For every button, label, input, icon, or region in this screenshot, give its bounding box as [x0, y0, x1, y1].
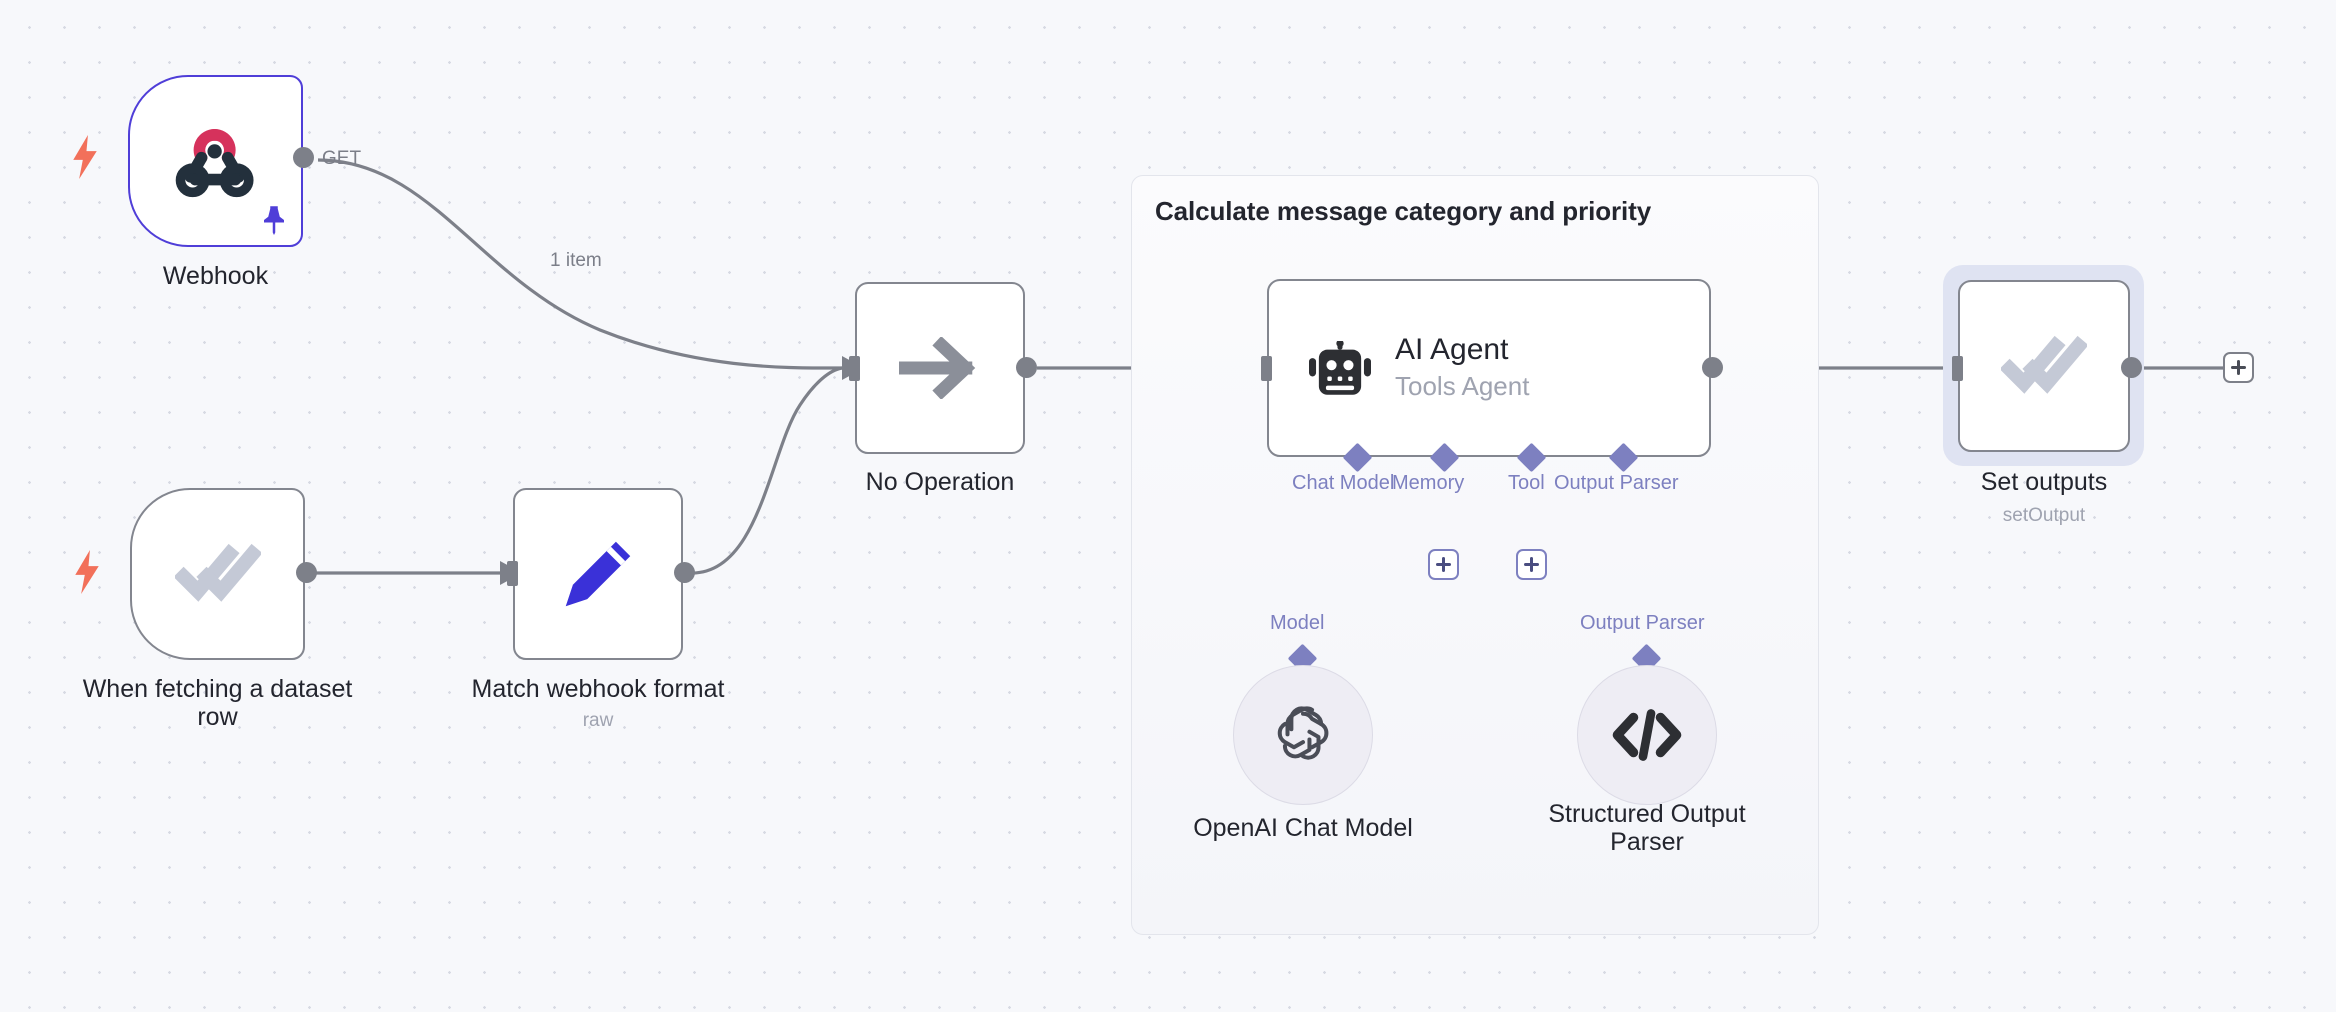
- node-label-set-outputs: Set outputs: [1980, 468, 2108, 496]
- add-memory-button[interactable]: [1428, 549, 1459, 580]
- edge-label-get: GET: [322, 148, 362, 169]
- port-out-when-fetching-dataset-row[interactable]: [296, 562, 317, 583]
- plus-bar-v: [1530, 557, 1533, 572]
- edge-label-1-item: 1 item: [550, 250, 602, 271]
- node-sublabel-set-outputs: setOutput: [2002, 505, 2086, 526]
- node-title-ai-agent: AI Agent: [1395, 333, 1509, 367]
- pencil-edit-icon: [565, 541, 631, 607]
- port-out-set-outputs[interactable]: [2121, 357, 2142, 378]
- double-check-icon: [2001, 335, 2087, 394]
- openai-icon: [1277, 706, 1329, 760]
- port-out-match-webhook-format[interactable]: [674, 562, 695, 583]
- plus-bar-v: [1442, 557, 1445, 572]
- node-openai-chat-model[interactable]: [1233, 665, 1373, 805]
- node-label-openai-chat-model: OpenAI Chat Model: [1193, 814, 1413, 842]
- add-node-button[interactable]: [2223, 352, 2254, 383]
- node-label-webhook: Webhook: [162, 262, 269, 290]
- trigger-bolt-icon: [73, 135, 97, 179]
- node-no-operation[interactable]: [855, 282, 1025, 454]
- port-out-no-operation[interactable]: [1016, 357, 1037, 378]
- node-label-when-fetching-dataset-row: When fetching a dataset row: [82, 675, 353, 731]
- port-label-chat-model: Chat Model: [1292, 472, 1395, 494]
- port-in-set-outputs[interactable]: [1952, 356, 1963, 381]
- node-label-structured-output-parser: Structured Output Parser: [1548, 800, 1746, 856]
- node-ai-agent[interactable]: AI Agent Tools Agent: [1267, 279, 1711, 457]
- group-title: Calculate message category and priority: [1155, 196, 1652, 226]
- node-subtitle-ai-agent: Tools Agent: [1395, 371, 1530, 402]
- port-in-no-operation[interactable]: [849, 356, 860, 381]
- node-webhook[interactable]: [128, 75, 303, 247]
- port-label-output-parser: Output Parser: [1554, 472, 1679, 494]
- node-set-outputs[interactable]: [1958, 280, 2130, 452]
- double-check-icon: [174, 543, 261, 602]
- node-match-webhook-format[interactable]: [513, 488, 683, 660]
- node-sublabel-match-webhook-format: raw: [582, 710, 614, 731]
- port-out-webhook[interactable]: [293, 147, 314, 168]
- port-label-memory: Memory: [1392, 472, 1465, 494]
- code-brackets-icon: [1612, 709, 1682, 761]
- port-in-match-webhook-format[interactable]: [507, 561, 518, 586]
- node-structured-output-parser[interactable]: [1577, 665, 1717, 805]
- pin-icon[interactable]: [259, 203, 289, 237]
- connector-label-model: Model: [1270, 612, 1325, 634]
- trigger-bolt-icon: [75, 550, 99, 594]
- connector-label-output-parser: Output Parser: [1580, 612, 1705, 634]
- arrow-right-icon: [899, 337, 976, 399]
- node-label-match-webhook-format: Match webhook format: [471, 675, 725, 703]
- add-tool-button[interactable]: [1516, 549, 1547, 580]
- port-label-tool: Tool: [1508, 472, 1545, 494]
- port-in-ai-agent[interactable]: [1261, 356, 1272, 381]
- node-when-fetching-dataset-row[interactable]: [130, 488, 305, 660]
- port-out-ai-agent[interactable]: [1702, 357, 1723, 378]
- plus-bar-v: [2237, 360, 2240, 375]
- robot-icon: [1309, 341, 1371, 395]
- node-label-no-operation: No Operation: [865, 468, 1015, 496]
- webhook-icon: [175, 129, 254, 198]
